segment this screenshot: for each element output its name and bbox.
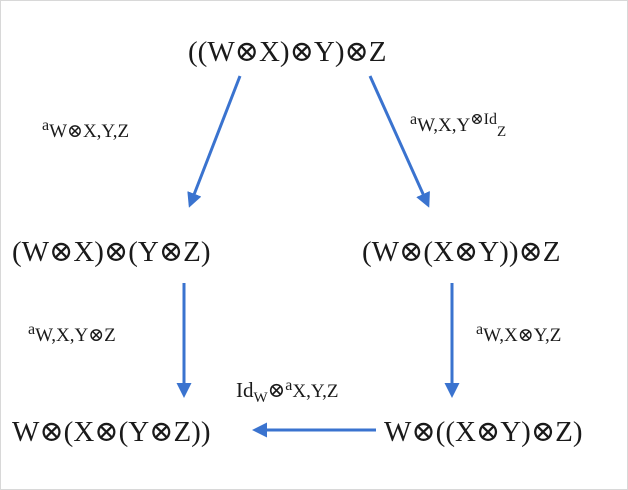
node-bottom-right: W⊗((X⊗Y)⊗Z) [384, 416, 583, 448]
node-mid-left: (W⊗X)⊗(Y⊗Z) [12, 236, 211, 268]
label-mid-right: aW,X⊗Y,Z [476, 321, 562, 346]
label-bottom: IdW⊗aX,Y,Z [236, 377, 339, 406]
arrow-top-to-mid-right [368, 75, 430, 208]
node-top: ((W⊗X)⊗Y)⊗Z [188, 36, 387, 68]
arrow-top-to-mid-left [187, 75, 242, 208]
label-mid-left: aW,X,Y⊗Z [28, 321, 116, 346]
label-top-left: aW⊗X,Y,Z [42, 117, 130, 142]
node-mid-right: (W⊗(X⊗Y))⊗Z [362, 236, 561, 268]
node-bottom-left: W⊗(X⊗(Y⊗Z)) [12, 416, 211, 448]
label-top-right: aW,X,Y⊗IdZ [410, 111, 507, 140]
